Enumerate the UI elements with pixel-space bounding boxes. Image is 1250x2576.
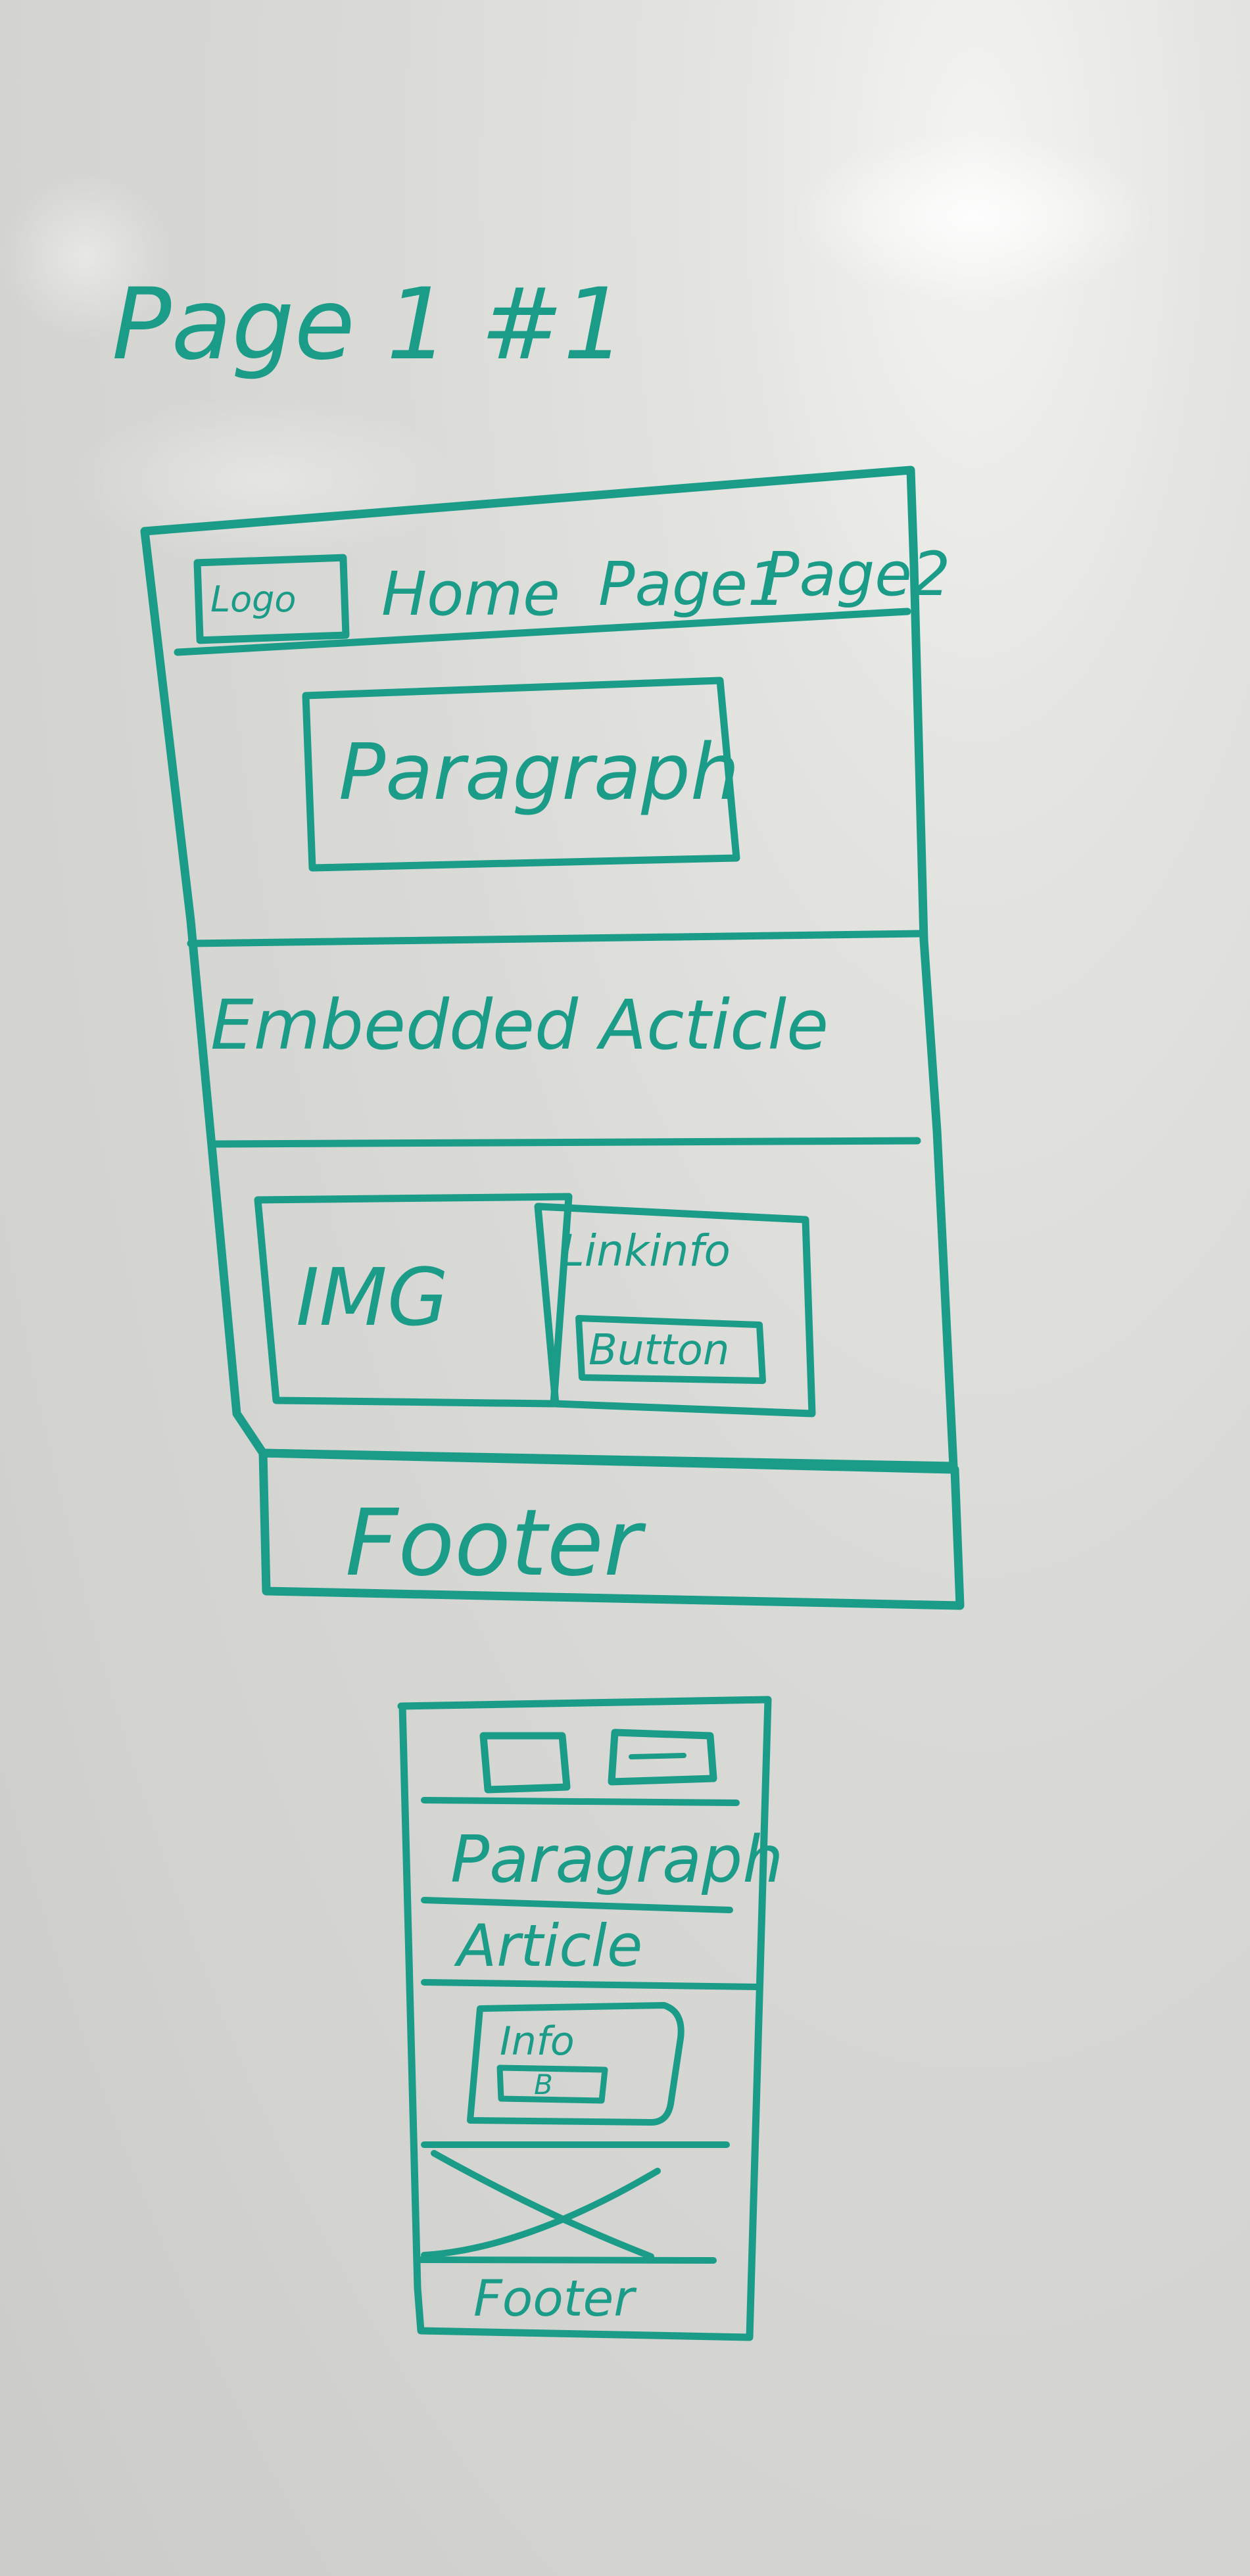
mobile-article-label: Article [454, 1912, 642, 1980]
mobile-footer-label: Footer [473, 2269, 637, 2327]
mobile-image-placeholder-x1 [431, 2150, 654, 2260]
footer-box [258, 1448, 965, 1610]
mobile-header-divider [421, 1797, 740, 1806]
link-info-box [534, 1203, 816, 1418]
desktop-wireframe: Logo Home Page1 Page2 Paragraph Embedded… [140, 465, 965, 1610]
nav-home: Home [381, 559, 560, 629]
menu-icon-line [629, 1753, 686, 1759]
logo-box [193, 554, 350, 644]
menu-icon [608, 1729, 717, 1786]
button-box [575, 1315, 766, 1384]
link-info-label: Linkinfo [560, 1226, 731, 1276]
mobile-info-label: Info [500, 2018, 575, 2064]
page-heading: Page 1 #1 [112, 268, 626, 382]
desktop-frame [140, 465, 958, 1471]
image-label: IMG [296, 1252, 448, 1344]
logo-label: Logo [210, 579, 296, 620]
mobile-info-box [467, 2002, 685, 2126]
mobile-button-box [496, 2064, 608, 2104]
mobile-button-label: B [534, 2068, 553, 2101]
mobile-wireframe: Paragraph Article Info B Footer [397, 1696, 783, 2341]
article-divider-top [187, 930, 925, 947]
mobile-image-placeholder-x2 [421, 2168, 661, 2258]
header-divider [174, 608, 911, 656]
nav-page1: Page1 [598, 549, 786, 619]
mobile-frame [397, 1696, 772, 2341]
embedded-article-label: Embedded Acticle [210, 985, 829, 1065]
paragraph-label: Paragraph [339, 727, 740, 817]
article-divider-bottom [210, 1137, 921, 1148]
paragraph-box [302, 677, 740, 872]
mobile-paragraph-divider [421, 1897, 733, 1913]
mobile-paragraph-label: Paragraph [450, 1823, 783, 1897]
footer-label: Footer [345, 1490, 646, 1597]
nav-page2: Page2 [763, 539, 950, 609]
mobile-article-divider [421, 1979, 763, 1990]
logo-square-icon [479, 1732, 571, 1794]
button-label: Button [589, 1326, 729, 1375]
